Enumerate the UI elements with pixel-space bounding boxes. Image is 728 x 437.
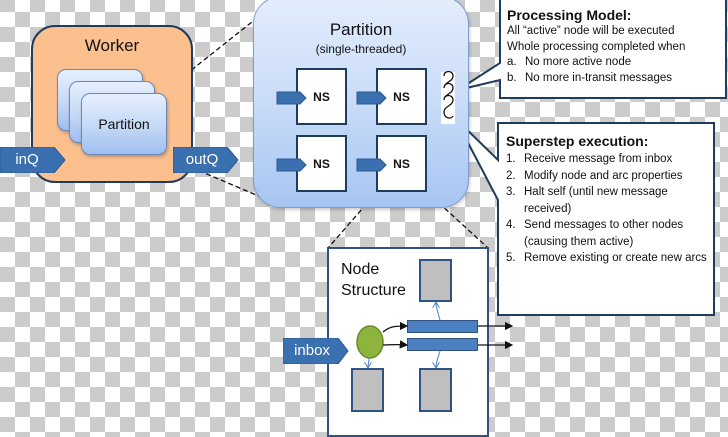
node-structure-overlay bbox=[0, 0, 728, 425]
node-circle bbox=[357, 326, 383, 358]
inbox-arrow: inbox bbox=[283, 338, 349, 364]
inbox-label: inbox bbox=[283, 338, 341, 364]
arc-link-arrow bbox=[436, 351, 440, 367]
node-link-arrow bbox=[368, 358, 369, 367]
arc-link-arrow bbox=[436, 303, 440, 320]
node-to-arc-arrow bbox=[383, 326, 407, 332]
